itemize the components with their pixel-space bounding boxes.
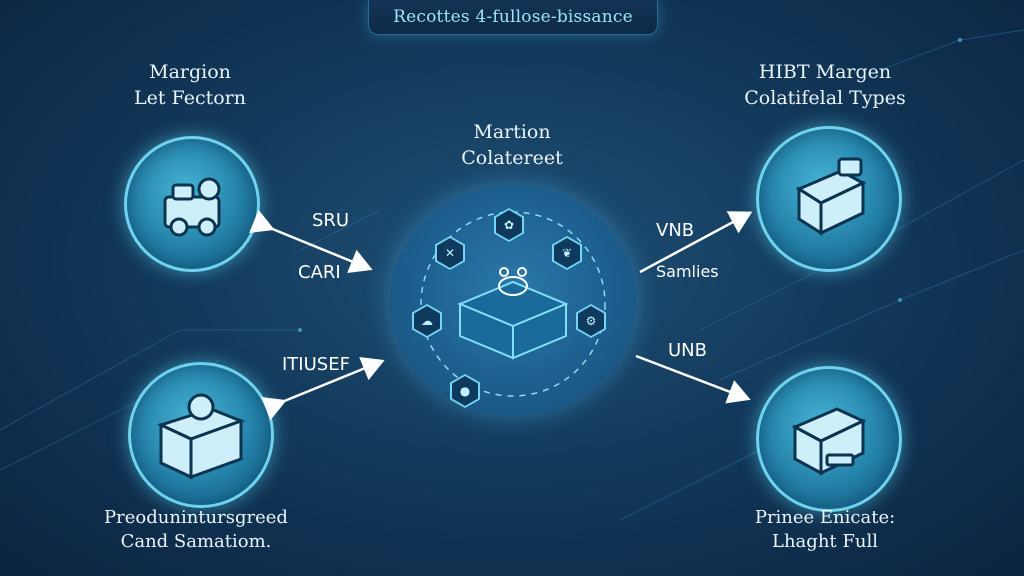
bottom-left-title: Preodunintursgreed: [104, 507, 288, 528]
top-right-label: HIBT Margen Colatifelal Types: [730, 60, 920, 111]
center-label: Martion Colatereet: [432, 120, 592, 171]
arrow-label-sru: SRU: [312, 210, 350, 231]
arrow-label-vnb: VNB: [656, 220, 695, 241]
bottom-right-title: Prinee Enicate:: [754, 507, 896, 528]
banner-title: Recottes 4-fullose-bissance: [393, 7, 633, 27]
arrow-label-cari: CARI: [298, 262, 341, 283]
top-left-title: Margion: [149, 61, 231, 83]
arrow-label-samlies: Samlies: [656, 262, 719, 281]
top-right-node: [756, 126, 902, 272]
bottom-right-subtitle: Lhaght Full: [772, 531, 878, 553]
machine-icon: [163, 177, 221, 237]
top-right-title: HIBT Margen: [758, 61, 892, 83]
sprout-icon: ✿: [494, 208, 524, 242]
bottom-left-node: [128, 362, 274, 508]
server-icon: [791, 407, 867, 476]
bottom-left-label: Preodunintursgreed Cand Samatiom.: [96, 506, 296, 555]
top-right-subtitle: Colatifelal Types: [744, 86, 906, 109]
arrow-label-itiusef: ITIUSEF: [282, 354, 350, 375]
bottom-right-label: Prinee Enicate: Lhaght Full: [730, 506, 920, 555]
bottom-left-subtitle: Cand Samatiom.: [120, 531, 272, 553]
title-banner: Recottes 4-fullose-bissance: [368, 0, 658, 35]
bottom-right-node: [756, 366, 902, 512]
top-left-label: Margion Let Fectorn: [120, 60, 260, 111]
center-subtitle: Colatereet: [461, 146, 563, 169]
storage-icon: [795, 157, 867, 236]
hub-graphic: [420, 211, 606, 397]
box-icon: [156, 393, 246, 480]
arrow-label-unb: UNB: [668, 340, 707, 361]
center-title: Martion: [473, 121, 551, 143]
top-left-subtitle: Let Fectorn: [134, 86, 246, 109]
center-hub: ✕ ✿ ❦ ☁ ⚙ ●: [390, 186, 636, 416]
top-left-node: [124, 136, 260, 272]
